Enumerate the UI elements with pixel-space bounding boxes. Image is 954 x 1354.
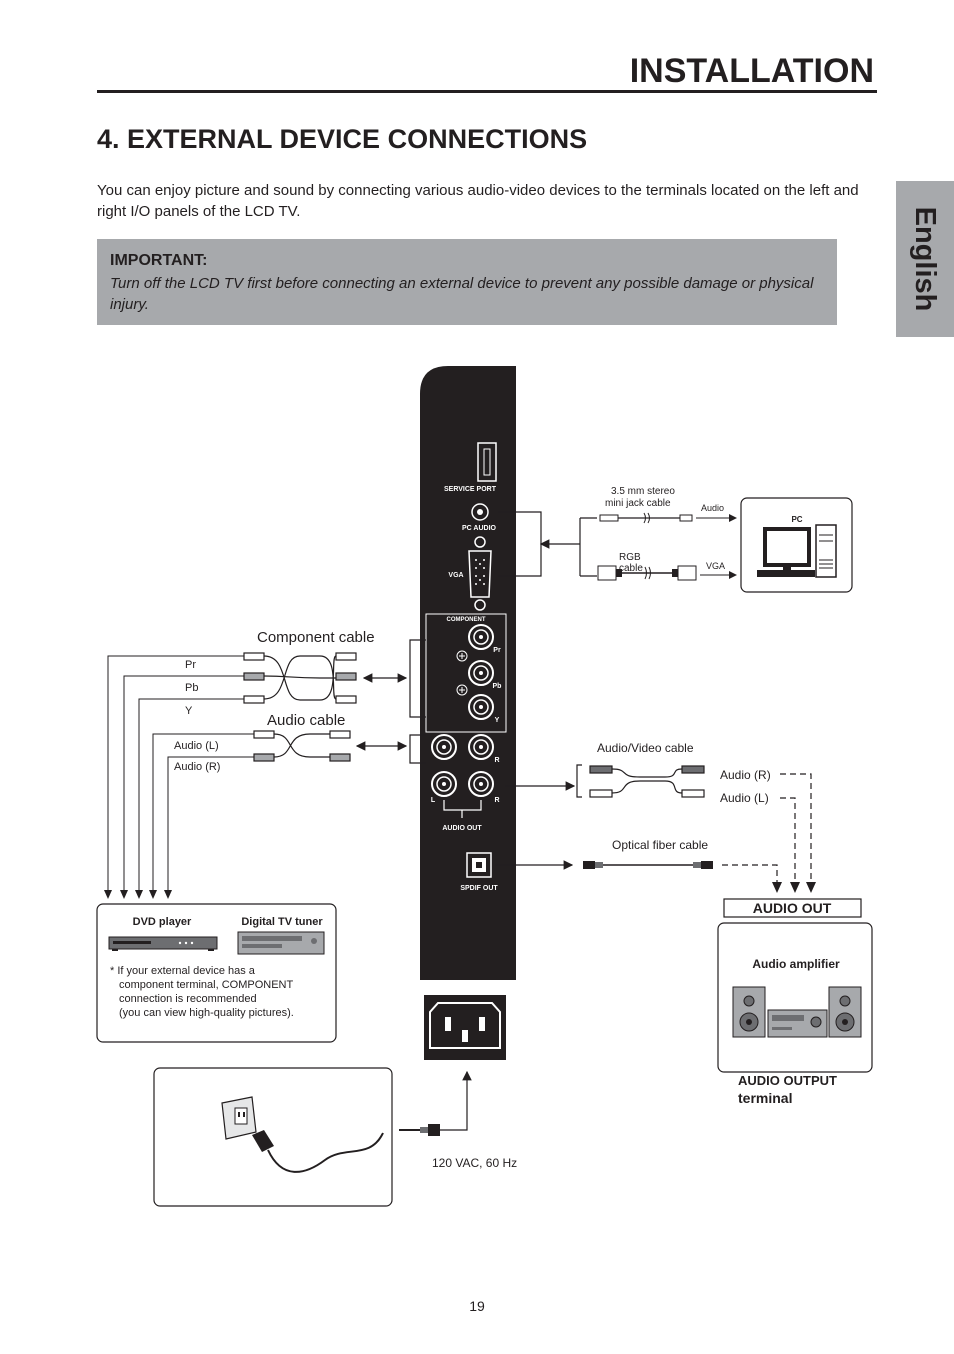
title-rule [97,90,877,93]
rgb-cable-line2: cable [619,563,643,574]
important-label: IMPORTANT: [110,252,208,269]
component-cable-label: Component cable [257,629,375,646]
power-inlet-icon [424,995,506,1060]
panel-pb-label: Pb [493,683,502,690]
dvd-player-label: DVD player [133,916,192,928]
language-tab: English [896,181,954,337]
wire-audio-l-label: Audio (L) [174,740,219,752]
amplifier-label: Audio amplifier [752,957,840,971]
rgb-cable-icon [597,565,697,581]
wall-outlet-icon [221,1096,384,1173]
dvd-note-line2: component terminal, COMPONENT [119,979,293,991]
section-title: 4. EXTERNAL DEVICE CONNECTIONS [97,124,588,154]
vga-port-icon [468,536,492,611]
audio-out-header: AUDIO OUT [753,900,832,916]
panel-y-label: Y [495,717,500,724]
pc-label: PC [791,515,802,524]
audio-amplifier-icon [732,986,862,1038]
component-jack-icon [456,624,494,720]
service-port-icon [477,442,497,482]
panel-audio-in-r-label: R [494,757,499,764]
mini-jack-line1: 3.5 mm stereo [611,486,675,497]
component-label: COMPONENT [447,617,486,623]
dvd-note-line4: (you can view high-quality pictures). [119,1007,294,1019]
panel-audio-out-label: AUDIO OUT [442,825,482,832]
page-title: INSTALLATION [629,52,874,90]
mini-jack-line2: mini jack cable [605,498,671,509]
wire-y-label: Y [185,705,193,717]
dvd-player-icon [108,936,218,951]
digital-tv-tuner-label: Digital TV tuner [241,916,323,928]
spdif-port-icon [466,852,492,878]
power-rating-label: 120 VAC, 60 Hz [432,1156,517,1170]
component-cable-icon [243,652,357,704]
spdif-label: SPDIF OUT [460,885,498,892]
av-cable-icon [589,765,705,798]
av-audio-l-label: Audio (L) [720,791,769,805]
optical-cable-label: Optical fiber cable [612,838,708,852]
av-audio-r-label: Audio (R) [720,768,771,782]
page-number: 19 [469,1298,485,1314]
audio-cable-icon [253,730,351,762]
audio-out-header-box [723,898,862,918]
panel-audio-out-l-label: L [431,797,436,804]
service-port-label: SERVICE PORT [444,486,497,493]
dvd-note-line1: * If your external device has a [110,965,256,977]
computer-icon [757,524,837,578]
panel-audio-out-r-label: R [494,797,499,804]
audio-in-jack-icon [431,734,494,760]
audio-output-terminal-line1: AUDIO OUTPUT [738,1073,837,1088]
vga-label: VGA [448,572,463,579]
component-bracket [409,639,426,764]
intro-paragraph: You can enjoy picture and sound by conne… [97,182,859,220]
important-box [97,239,837,325]
rgb-cable-line1: RGB [619,552,641,563]
audio-cable-label: Audio cable [267,712,345,729]
power-plug-icon [399,1124,440,1136]
digital-tv-tuner-icon [237,931,325,955]
pc-vga-cable-label: VGA [706,561,725,571]
wire-pb-label: Pb [185,682,198,694]
panel-pr-label: Pr [493,647,501,654]
pc-audio-label: PC AUDIO [462,525,497,532]
wall-outlet-box [153,1067,393,1207]
important-text: Turn off the LCD TV first before connect… [110,275,814,313]
wire-pr-label: Pr [185,659,196,671]
pc-audio-jack-icon [471,503,489,521]
left-wire-bundle [107,655,254,895]
audio-out-dashed-lines [722,773,812,884]
dvd-note-line3: connection is recommended [119,993,257,1005]
audio-out-jack-icon [431,771,494,818]
mini-jack-cable-icon [599,512,693,524]
optical-cable-icon [583,861,713,869]
audio-output-terminal-line2: terminal [738,1090,792,1106]
wire-audio-r-label: Audio (R) [174,761,220,773]
av-cable-label: Audio/Video cable [597,741,694,755]
pc-audio-cable-label: Audio [701,503,724,513]
